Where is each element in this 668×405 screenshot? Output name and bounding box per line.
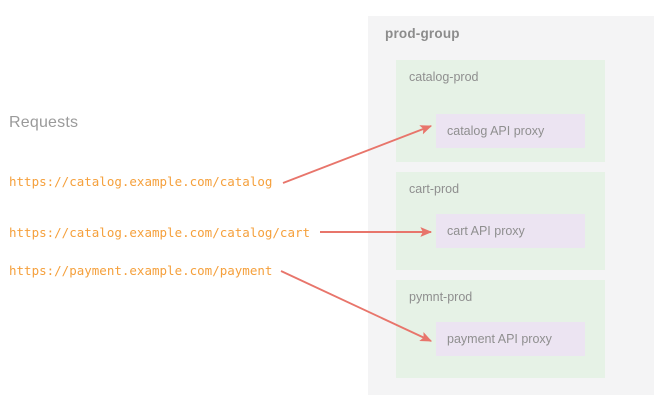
proxy-label: cart API proxy: [447, 224, 525, 238]
group-label: pymnt-prod: [409, 290, 473, 304]
requests-heading: Requests: [9, 114, 79, 131]
group-pymnt-prod: pymnt-prod payment API proxy: [396, 280, 605, 378]
proxy-catalog-api: catalog API proxy: [436, 114, 585, 148]
proxy-cart-api: cart API proxy: [436, 214, 585, 248]
request-url-cart: https://catalog.example.com/catalog/cart: [9, 225, 311, 240]
request-url-payment: https://payment.example.com/payment: [9, 263, 273, 278]
group-label: catalog-prod: [409, 70, 479, 84]
group-label: cart-prod: [409, 182, 460, 196]
prod-group-title: prod-group: [385, 26, 460, 41]
group-catalog-prod: catalog-prod catalog API proxy: [396, 60, 605, 162]
proxy-label: catalog API proxy: [447, 124, 545, 138]
group-cart-prod: cart-prod cart API proxy: [396, 172, 605, 270]
proxy-payment-api: payment API proxy: [436, 322, 585, 356]
proxy-label: payment API proxy: [447, 332, 552, 346]
request-url-catalog: https://catalog.example.com/catalog: [9, 174, 273, 189]
